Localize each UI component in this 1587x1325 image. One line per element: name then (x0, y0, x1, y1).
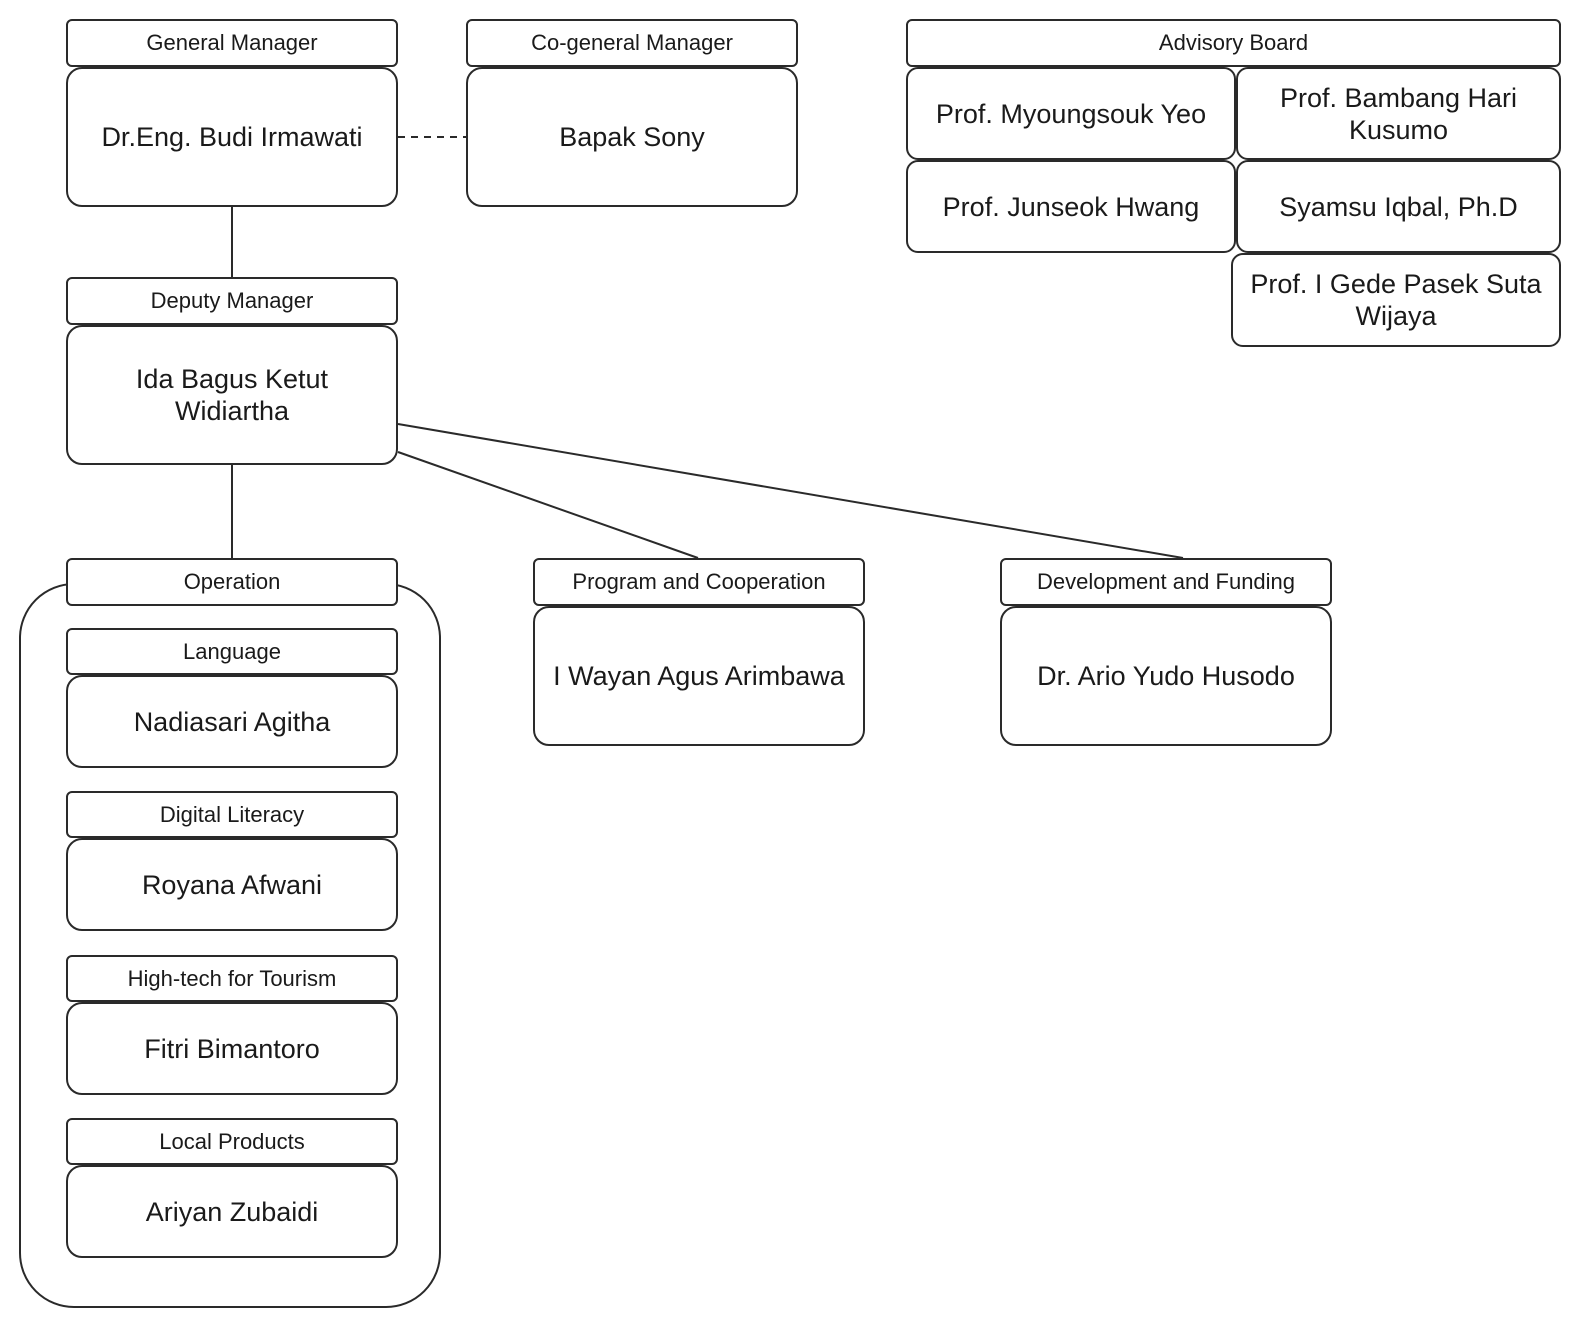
operation-unit-name: Ariyan Zubaidi (66, 1165, 398, 1258)
operation-unit-role: Digital Literacy (66, 791, 398, 838)
advisory-member: Prof. Myoungsouk Yeo (906, 67, 1236, 160)
advisory-member: Prof. Bambang Hari Kusumo (1236, 67, 1561, 160)
advisory-member: Prof. I Gede Pasek Suta Wijaya (1231, 253, 1561, 347)
development-funding-name: Dr. Ario Yudo Husodo (1000, 606, 1332, 746)
operation-title: Operation (66, 558, 398, 606)
deputy-manager-role-label: Deputy Manager (66, 277, 398, 325)
operation-unit-name: Nadiasari Agitha (66, 675, 398, 768)
advisory-member: Syamsu Iqbal, Ph.D (1236, 160, 1561, 253)
deputy-to-program-connector (397, 451, 699, 559)
operation-unit-role: Local Products (66, 1118, 398, 1165)
development-funding-role-label: Development and Funding (1000, 558, 1332, 606)
co-general-manager-name: Bapak Sony (466, 67, 798, 207)
program-cooperation-name: I Wayan Agus Arimbawa (533, 606, 865, 746)
co-general-manager-role-label: Co-general Manager (466, 19, 798, 67)
general-manager-role-label: General Manager (66, 19, 398, 67)
program-cooperation-role-label: Program and Cooperation (533, 558, 865, 606)
deputy-manager-name: Ida Bagus Ketut Widiartha (66, 325, 398, 465)
general-manager-name: Dr.Eng. Budi Irmawati (66, 67, 398, 207)
deputy-to-development-connector (397, 423, 1184, 559)
operation-unit-role: High-tech for Tourism (66, 955, 398, 1002)
operation-unit-role: Language (66, 628, 398, 675)
advisory-member: Prof. Junseok Hwang (906, 160, 1236, 253)
advisory-board-title: Advisory Board (906, 19, 1561, 67)
operation-unit-name: Fitri Bimantoro (66, 1002, 398, 1095)
operation-unit-name: Royana Afwani (66, 838, 398, 931)
